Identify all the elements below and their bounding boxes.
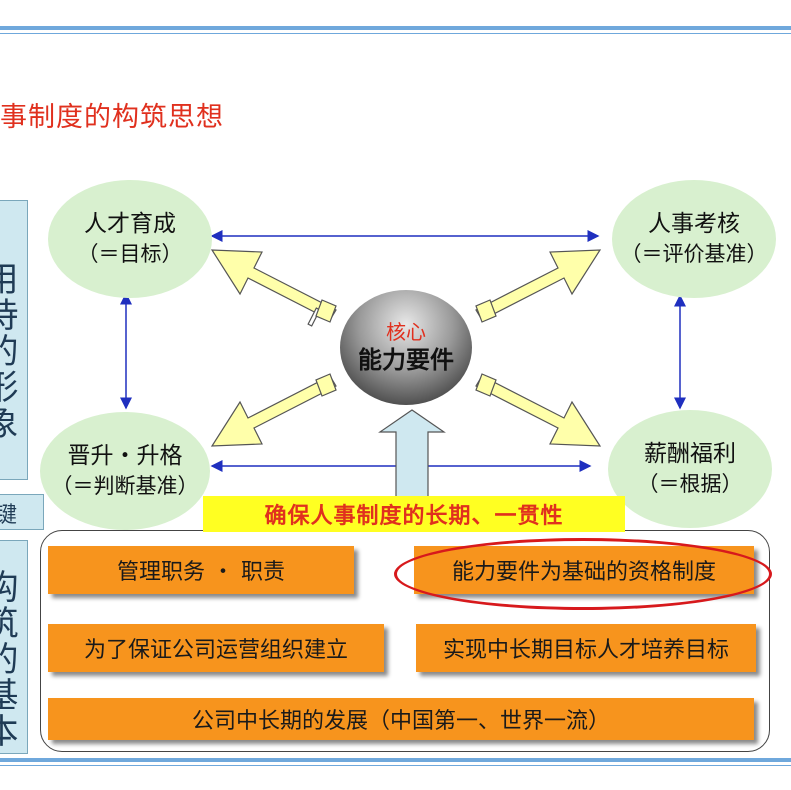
side-box-lower: 构筑的基本	[0, 540, 28, 754]
node-compensation-sub: （＝根据）	[637, 472, 743, 496]
node-talent-development-title: 人才育成	[84, 211, 176, 237]
arrow-up-to-core	[378, 409, 446, 499]
highlight-ring	[394, 538, 772, 610]
box-talent-goal: 实现中长期目标人才培养目标	[416, 624, 756, 672]
core-node: 核心 能力要件	[340, 290, 472, 405]
box-organization: 为了保证公司运营组织建立	[48, 624, 384, 672]
node-compensation: 薪酬福利 （＝根据）	[608, 410, 772, 528]
node-promotion-title: 晋升・升格	[67, 443, 183, 469]
core-node-title: 能力要件	[358, 344, 454, 374]
core-node-label: 核心	[386, 319, 426, 344]
top-rule-thin	[0, 33, 791, 34]
node-talent-development: 人才育成 （＝目标）	[48, 180, 212, 298]
side-chip: 键	[0, 494, 44, 530]
side-box-upper: 用待的形象	[0, 200, 28, 480]
node-talent-development-sub: （＝目标）	[77, 242, 183, 266]
side-box-upper-text: 用待的形象	[0, 261, 18, 441]
bottom-rule	[0, 758, 791, 762]
node-promotion: 晋升・升格 （＝判断基准）	[40, 412, 210, 530]
node-personnel-appraisal: 人事考核 （＝评价基准）	[612, 180, 776, 298]
node-compensation-title: 薪酬福利	[644, 441, 736, 467]
arrow-to-bottom-right	[475, 375, 602, 447]
node-promotion-sub: （＝判断基准）	[51, 474, 199, 498]
node-personnel-appraisal-title: 人事考核	[648, 211, 740, 237]
top-rule	[0, 26, 791, 30]
arrow-stripes	[315, 299, 497, 397]
node-personnel-appraisal-sub: （＝评价基准）	[620, 242, 768, 266]
page-title: 事制度的构筑思想	[0, 102, 224, 133]
side-box-lower-text: 构筑的基本	[0, 569, 18, 749]
box-management-duties: 管理职务 ・ 职责	[48, 546, 354, 594]
bottom-rule-thin	[0, 765, 791, 766]
arrow-to-bottom-left	[210, 375, 337, 447]
side-chip-text: 键	[0, 497, 17, 529]
box-company-development: 公司中长期的发展（中国第一、世界一流）	[48, 698, 754, 740]
banner-consistency: 确保人事制度的长期、一贯性	[203, 496, 625, 532]
arrow-to-top-right	[475, 249, 602, 321]
